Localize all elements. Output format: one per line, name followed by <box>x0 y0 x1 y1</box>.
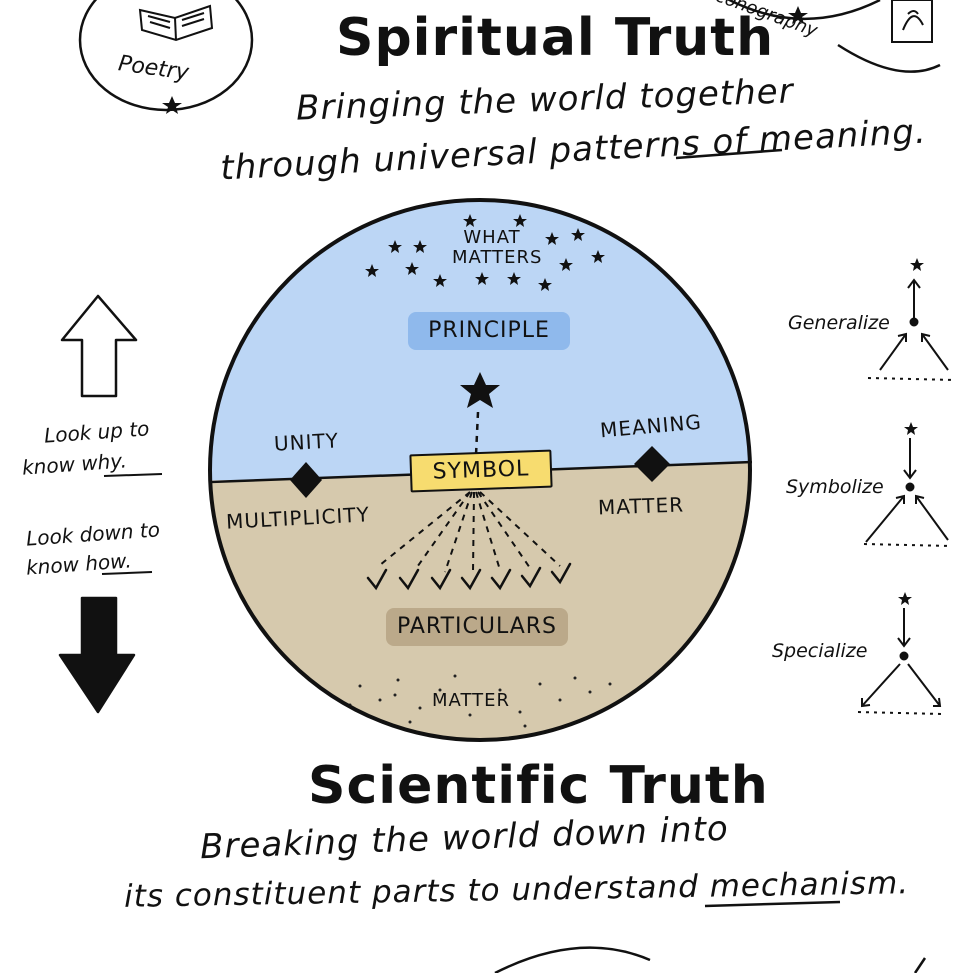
principle-box: PRINCIPLE <box>408 312 570 350</box>
unity-label: UNITY <box>273 428 340 456</box>
symbolize-label: Symbolize <box>786 476 884 498</box>
particulars-fan-lines <box>379 491 561 573</box>
generalize-diagram <box>867 258 956 381</box>
how-emphasis: how <box>84 548 126 576</box>
bottom-circle-arc <box>494 946 651 973</box>
iconography-star-icon <box>788 6 808 24</box>
poetry-star-icon <box>162 96 182 114</box>
particulars-box: PARTICULARS <box>386 608 568 646</box>
matter-bottom-label: MATTER <box>432 690 510 711</box>
scientific-truth-title: Scientific Truth <box>308 756 769 816</box>
meaning-underline <box>675 148 783 160</box>
principle-star-icon <box>460 372 500 408</box>
generalize-label: Generalize <box>788 312 890 334</box>
how-underline <box>101 571 153 575</box>
look-down-know: know <box>25 552 80 580</box>
look-up-know: know <box>21 452 76 480</box>
checkmark-icons <box>366 562 572 591</box>
why-underline <box>103 473 163 477</box>
spiritual-truth-title: Spiritual Truth <box>336 8 775 68</box>
symbol-label: SYMBOL <box>432 456 530 485</box>
down-arrow-icon <box>58 596 136 714</box>
meaning-diamond-icon <box>634 446 670 482</box>
unity-diamond-icon <box>290 462 322 498</box>
what-matters-label: WHAT MATTERS <box>452 227 543 268</box>
up-arrow-icon <box>60 294 138 398</box>
spiritual-subtitle-end: . <box>913 111 928 153</box>
specialize-label: Specialize <box>772 640 868 662</box>
symbolize-diagram <box>863 422 951 547</box>
mechanism-underline <box>704 900 841 908</box>
specialize-diagram <box>857 592 943 715</box>
what-matters-stars <box>365 214 605 291</box>
particulars-label: PARTICULARS <box>396 614 558 639</box>
meaning-emphasis: meaning <box>757 112 916 161</box>
principle-label: PRINCIPLE <box>428 318 550 343</box>
scientific-subtitle-end: . <box>897 865 910 902</box>
open-book-icon <box>138 4 214 42</box>
icon-portrait-icon <box>891 0 933 43</box>
why-emphasis: why <box>80 448 122 476</box>
poetry-circle <box>78 0 254 112</box>
main-circle <box>208 198 752 742</box>
symbol-box: SYMBOL <box>409 449 553 493</box>
matter-right-label: MATTER <box>597 492 685 520</box>
mechanism-emphasis: mechanism <box>709 865 899 905</box>
